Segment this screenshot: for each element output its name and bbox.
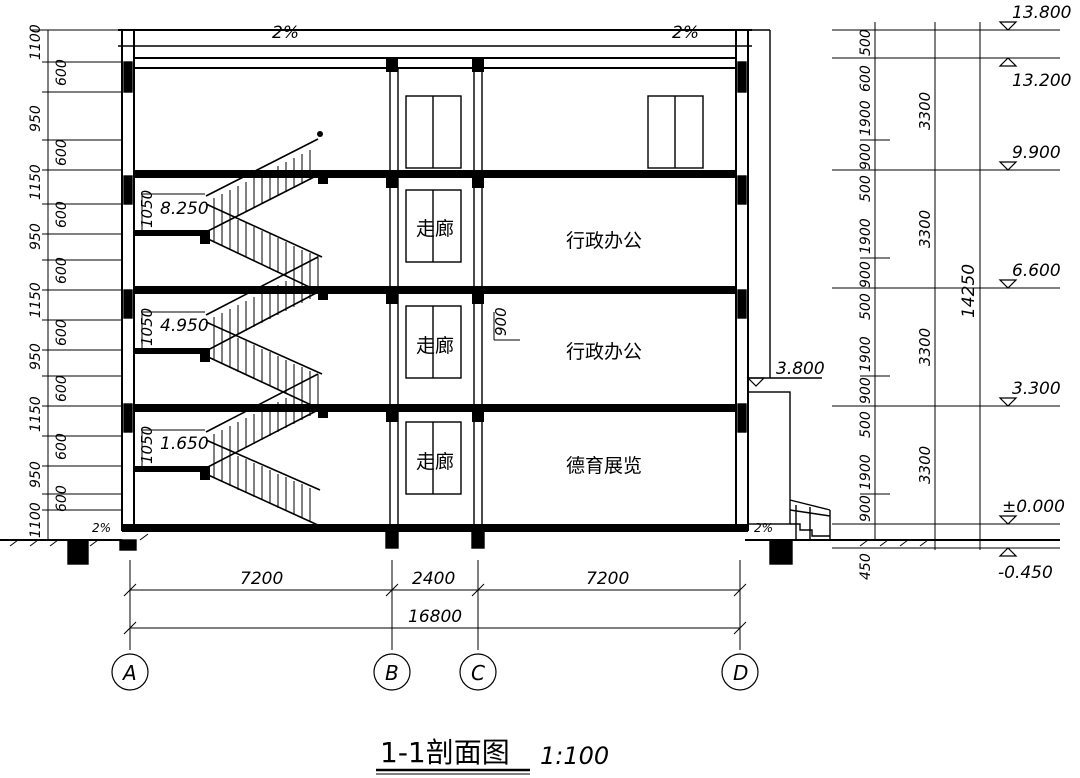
left-dim: 600	[54, 201, 70, 228]
left-dim: 600	[54, 485, 70, 512]
window-dim: 500	[858, 29, 874, 56]
roof-slope-right: 2%	[672, 23, 699, 43]
left-dim: 600	[54, 139, 70, 166]
window-dim: 900	[858, 377, 874, 404]
span-dim: 7200	[586, 569, 629, 589]
window-dim: 1900	[858, 454, 874, 490]
floor-height-dim: 3300	[916, 328, 934, 366]
left-dim: 950	[28, 343, 44, 370]
landing-level: 1.650	[160, 434, 209, 454]
window-dim: 1900	[858, 336, 874, 372]
inner-window-sill: 900	[492, 307, 510, 336]
right-window-dims: 500 600 1900 900 500 1900 900 500 1900 900 500 1900…	[858, 29, 874, 580]
floor-height-dim: 3300	[916, 210, 934, 248]
window-dim: 600	[858, 65, 874, 92]
rail-height: 1050	[138, 426, 156, 464]
window-dim: 450	[858, 553, 874, 580]
axis-label: D	[733, 661, 748, 685]
landing-level: 4.950	[160, 316, 209, 336]
window-dim: 900	[858, 143, 874, 170]
ground-slope-right: 2%	[754, 521, 773, 535]
room-label: 走廊	[416, 451, 454, 473]
floor-height-dim: 3300	[916, 446, 934, 484]
left-dim-chain: 1100 600 950 600 1150 600 950 600 1150 600 950 600 1…	[28, 24, 70, 538]
left-dim: 600	[54, 257, 70, 284]
landing-level: 8.250	[160, 199, 209, 219]
room-label: 行政办公	[566, 341, 642, 363]
elevation-label: -0.450	[998, 563, 1053, 583]
window-dim: 500	[858, 411, 874, 438]
left-dim: 600	[54, 433, 70, 460]
window-dim: 1900	[858, 218, 874, 254]
right-floor-heights: 3300 3300 3300 3300	[916, 92, 934, 484]
left-dim: 950	[28, 105, 44, 132]
window-dim: 500	[858, 175, 874, 202]
elevation-label: 6.600	[1012, 261, 1061, 281]
left-dim: 950	[28, 461, 44, 488]
window-dim: 900	[858, 495, 874, 522]
floor-height-dim: 3300	[916, 92, 934, 130]
span-dim: 7200	[240, 569, 283, 589]
drawing-scale: 1:100	[540, 742, 609, 770]
left-dim: 1150	[28, 282, 44, 318]
axis-label: A	[121, 661, 137, 685]
span-dim: 2400	[412, 569, 455, 589]
left-dim: 1100	[28, 502, 44, 538]
elevation-label: ±0.000	[1002, 497, 1065, 517]
left-dim: 1100	[28, 24, 44, 60]
roof-slope-left: 2%	[272, 23, 299, 43]
window-dim: 500	[858, 293, 874, 320]
window-dim: 1900	[858, 100, 874, 136]
elevation-label: 9.900	[1012, 143, 1061, 163]
left-dim: 950	[28, 223, 44, 250]
room-label: 走廊	[416, 218, 454, 240]
ground-slope-left: 2%	[92, 521, 111, 535]
rail-height: 1050	[138, 308, 156, 346]
left-dim: 1150	[28, 164, 44, 200]
left-dim: 600	[54, 375, 70, 402]
drawing-title: 1-1剖面图	[380, 736, 510, 769]
left-dim: 600	[54, 59, 70, 86]
elevation-label: 13.200	[1012, 71, 1071, 91]
left-dim: 1150	[28, 396, 44, 432]
overall-height: 14250	[959, 264, 979, 318]
elevation-label: 13.800	[1012, 3, 1071, 23]
canopy-level: 3.800	[776, 359, 825, 379]
total-dim: 16800	[408, 607, 462, 627]
rail-height: 1050	[138, 190, 156, 228]
room-label: 德育展览	[566, 455, 642, 477]
room-label: 行政办公	[566, 230, 642, 252]
elevation-label: 3.300	[1012, 379, 1061, 399]
window-dim: 900	[858, 261, 874, 288]
axis-label: B	[385, 661, 399, 685]
left-dim: 600	[54, 319, 70, 346]
axis-label: C	[471, 661, 485, 685]
room-label: 走廊	[416, 335, 454, 357]
